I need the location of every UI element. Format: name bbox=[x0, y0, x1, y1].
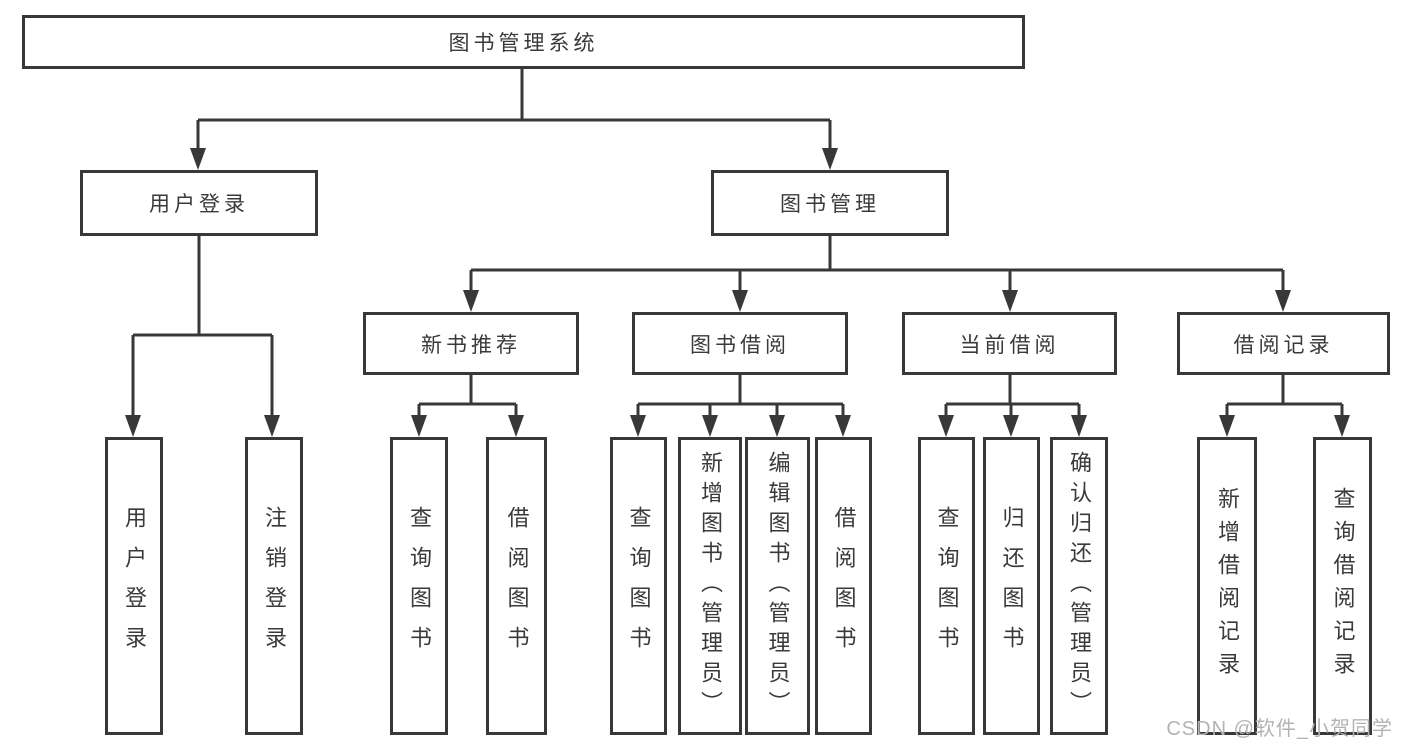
node-user-login: 用户登录 bbox=[80, 170, 318, 236]
leaf-bb-borrow-books: 借阅图书 bbox=[815, 437, 872, 735]
leaf-br-add-record: 新增借阅记录 bbox=[1197, 437, 1257, 735]
node-current-borrow: 当前借阅 bbox=[902, 312, 1117, 375]
leaf-cb-confirm-return-admin: 确认归还（管理员） bbox=[1050, 437, 1108, 735]
leaf-nb-query-books: 查询图书 bbox=[390, 437, 448, 735]
node-borrow-records: 借阅记录 bbox=[1177, 312, 1390, 375]
leaf-user-login: 用户登录 bbox=[105, 437, 163, 735]
node-new-book-recommend: 新书推荐 bbox=[363, 312, 579, 375]
leaf-logout: 注销登录 bbox=[245, 437, 303, 735]
leaf-cb-return-books: 归还图书 bbox=[983, 437, 1040, 735]
arrowheads bbox=[125, 148, 1350, 437]
leaf-cb-query-books: 查询图书 bbox=[918, 437, 975, 735]
leaf-bb-query-books: 查询图书 bbox=[610, 437, 667, 735]
node-book-management: 图书管理 bbox=[711, 170, 949, 236]
leaf-br-query-record: 查询借阅记录 bbox=[1313, 437, 1372, 735]
node-book-borrow: 图书借阅 bbox=[632, 312, 848, 375]
leaf-bb-edit-books-admin: 编辑图书（管理员） bbox=[745, 437, 810, 735]
leaf-bb-add-books-admin: 新增图书（管理员） bbox=[678, 437, 742, 735]
leaf-nb-borrow-books: 借阅图书 bbox=[486, 437, 547, 735]
csdn-watermark: CSDN @软件_小贺同学 bbox=[1166, 718, 1393, 740]
node-root: 图书管理系统 bbox=[22, 15, 1025, 69]
